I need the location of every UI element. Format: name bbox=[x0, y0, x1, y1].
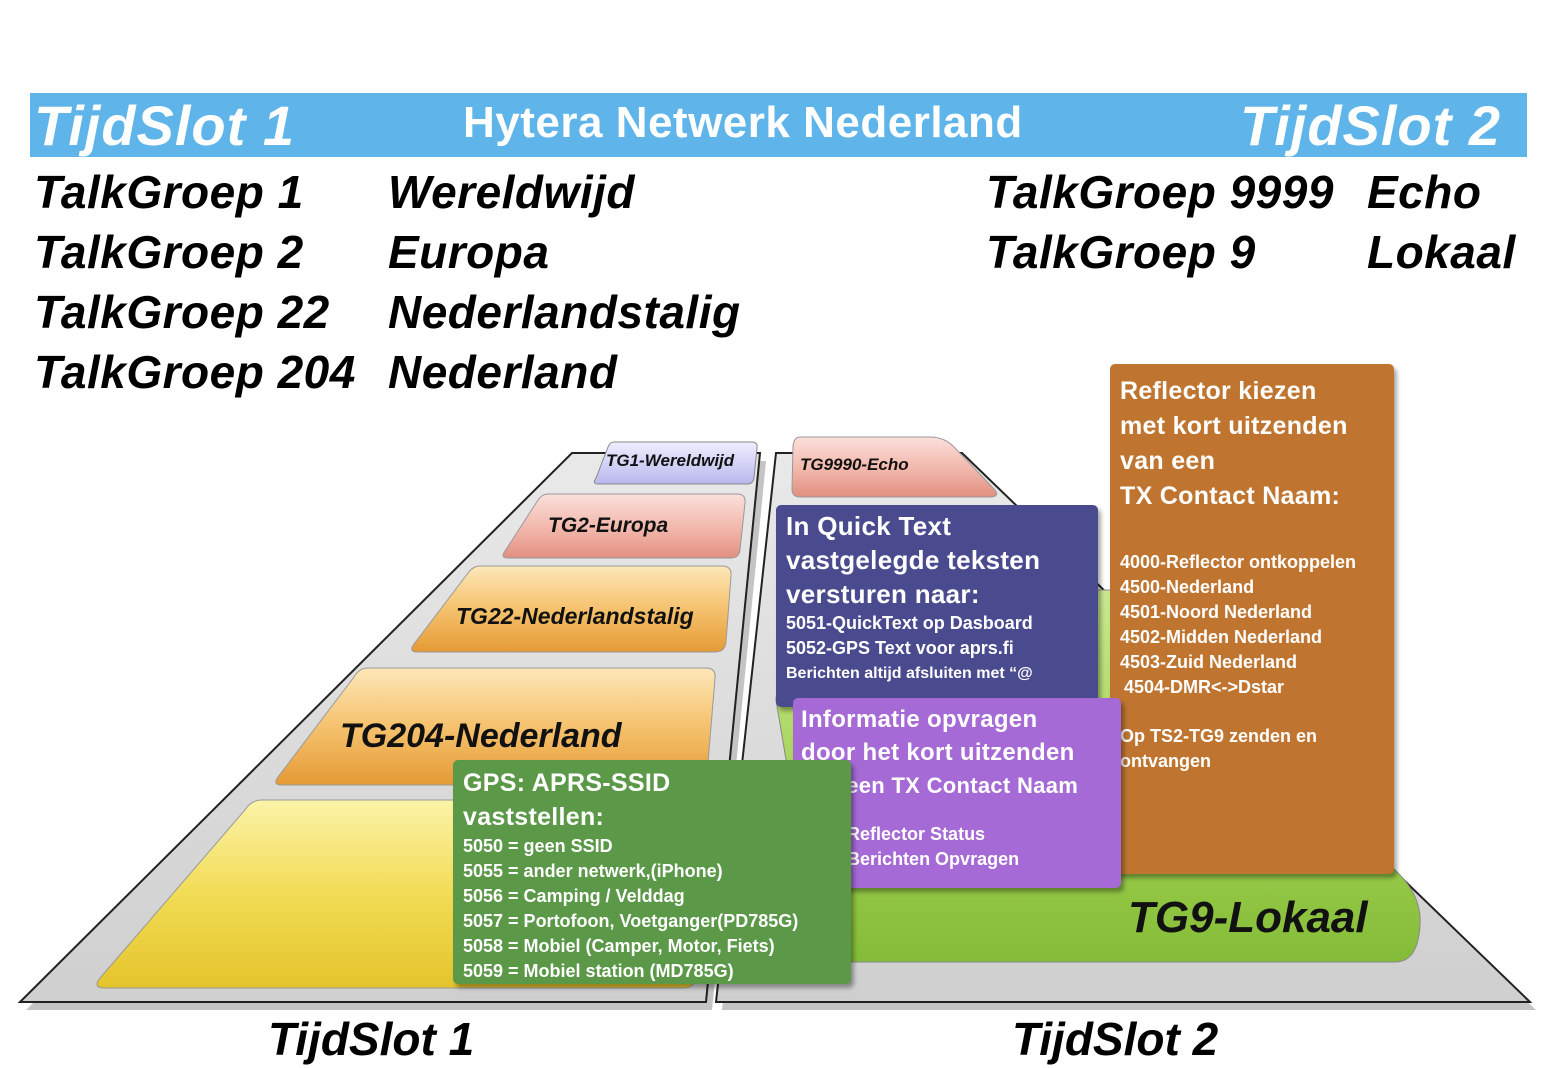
gps-line: 5057 = Portofoon, Voetganger(PD785G) bbox=[463, 911, 799, 931]
tier-tg22 bbox=[411, 565, 732, 653]
reflector-line: 4501-Noord Nederland bbox=[1120, 602, 1313, 622]
tg-list-group: TalkGroep 22 bbox=[34, 286, 330, 338]
header-banner bbox=[30, 93, 1527, 157]
reflector-line: 4503-Zuid Nederland bbox=[1120, 652, 1298, 672]
reflector-heading: TX Contact Naam: bbox=[1120, 482, 1341, 510]
tier-label-tg2: TG2-Europa bbox=[548, 514, 669, 537]
tier-label-tg22: TG22-Nederlandstalig bbox=[456, 603, 694, 629]
footer-timeslot-2: TijdSlot 2 bbox=[1012, 1013, 1219, 1065]
tg-list-name: Nederlandstalig bbox=[388, 286, 741, 338]
quicktext-box: In Quick Text vastgelegde teksten verstu… bbox=[776, 505, 1098, 707]
tg-list-group: TalkGroep 9999 bbox=[986, 166, 1334, 218]
header-title: Hytera Netwerk Nederland bbox=[463, 98, 1023, 147]
gps-line: 5059 = Mobiel station (MD785G) bbox=[463, 961, 734, 981]
tg-list-name: Wereldwijd bbox=[388, 166, 635, 218]
tier-tg9990 bbox=[791, 436, 998, 498]
tier-label-tg9990: TG9990-Echo bbox=[800, 455, 909, 474]
header-timeslot-2: TijdSlot 2 bbox=[1240, 94, 1501, 157]
gps-line: 5055 = ander netwerk,(iPhone) bbox=[463, 861, 723, 881]
quicktext-heading: In Quick Text bbox=[786, 511, 952, 541]
tg-list-group: TalkGroep 1 bbox=[34, 166, 304, 218]
tier-label-tg1: TG1-Wereldwijd bbox=[606, 451, 735, 470]
tg-list-group: TalkGroep 9 bbox=[986, 226, 1256, 278]
header-timeslot-1: TijdSlot 1 bbox=[34, 94, 295, 157]
gps-line: 5058 = Mobiel (Camper, Motor, Fiets) bbox=[463, 936, 775, 956]
quicktext-line: Berichten altijd afsluiten met “@ bbox=[786, 665, 1033, 682]
reflector-heading: met kort uitzenden bbox=[1120, 412, 1348, 440]
quicktext-heading: vastgelegde teksten bbox=[786, 545, 1041, 575]
gps-box: GPS: APRS-SSID vaststellen: 5050 = geen … bbox=[453, 760, 851, 984]
reflector-heading: van een bbox=[1120, 447, 1216, 475]
quicktext-line: 5051-QuickText op Dasboard bbox=[786, 613, 1033, 633]
tg-list-name: Nederland bbox=[388, 346, 618, 398]
gps-line: 5056 = Camping / Velddag bbox=[463, 886, 685, 906]
tg-list-name: Europa bbox=[388, 226, 550, 278]
reflector-line: 4504-DMR<->Dstar bbox=[1124, 677, 1285, 697]
reflector-footer: ontvangen bbox=[1120, 751, 1212, 771]
footer-timeslot-1: TijdSlot 1 bbox=[268, 1013, 475, 1065]
tg-list-name: Lokaal bbox=[1367, 226, 1516, 278]
info-line: 5001-Berichten Opvragen bbox=[801, 849, 1020, 869]
tg-list-group: TalkGroep 2 bbox=[34, 226, 304, 278]
reflector-line: 4502-Midden Nederland bbox=[1120, 627, 1323, 647]
reflector-footer: Op TS2-TG9 zenden en bbox=[1120, 726, 1318, 746]
reflector-line: 4000-Reflector ontkoppelen bbox=[1120, 552, 1357, 572]
reflector-heading: Reflector kiezen bbox=[1120, 377, 1317, 405]
quicktext-heading: versturen naar: bbox=[786, 579, 980, 609]
gps-heading: vaststellen: bbox=[463, 803, 605, 831]
gps-heading: GPS: APRS-SSID bbox=[463, 769, 671, 797]
tier-tg2 bbox=[502, 493, 746, 559]
quicktext-line: 5052-GPS Text voor aprs.fi bbox=[786, 638, 1014, 658]
tier-label-tg204: TG204-Nederland bbox=[340, 717, 622, 755]
tg-list-group: TalkGroep 204 bbox=[34, 346, 356, 398]
tier-tg1 bbox=[593, 441, 758, 485]
info-heading: Informatie opvragen bbox=[801, 706, 1038, 733]
reflector-box: Reflector kiezen met kort uitzenden van … bbox=[1110, 364, 1394, 874]
reflector-line: 4500-Nederland bbox=[1120, 577, 1255, 597]
talkgroup-list-ts1: TalkGroep 1 Wereldwijd TalkGroep 2 Europ… bbox=[0, 0, 1565, 420]
tier-label-tg9: TG9-Lokaal bbox=[1128, 893, 1368, 942]
tg-list-name: Echo bbox=[1367, 166, 1482, 218]
gps-line: 5050 = geen SSID bbox=[463, 836, 613, 856]
